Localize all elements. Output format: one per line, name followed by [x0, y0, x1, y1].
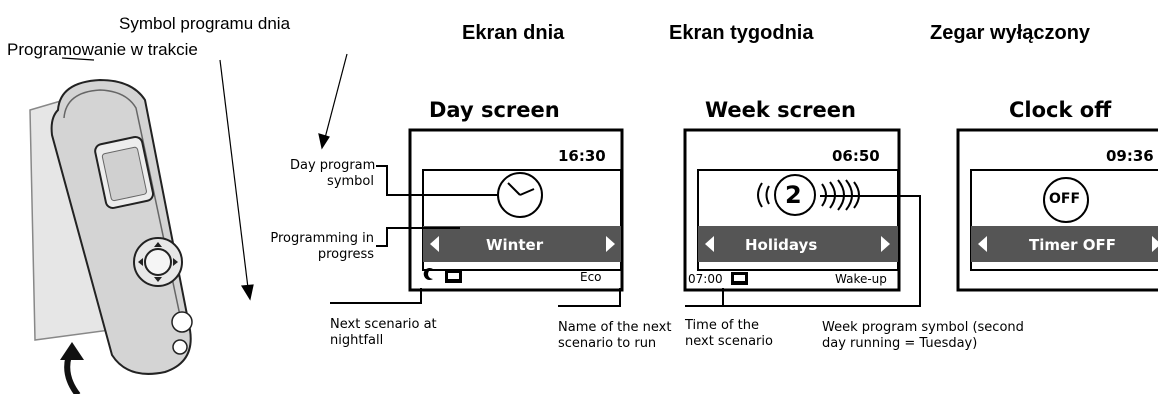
polish-label-arrows [61, 53, 348, 301]
annotation-day-program-symbol: Day program symbol [290, 158, 376, 189]
pl-programming-in-progress-label: Programowanie w trakcie [7, 40, 198, 59]
week-screen-frame [683, 128, 901, 292]
remote-control-illustration [29, 78, 193, 394]
annotation-name-next-scenario: Name of the next scenario to run [558, 320, 672, 351]
week-day-number: 2 [785, 181, 802, 209]
clock-off-time: 09:36 [1106, 147, 1154, 165]
week-screen-title: Week screen [705, 98, 856, 122]
pl-week-screen-heading: Ekran tygodnia [669, 22, 814, 44]
week-screen-time: 06:50 [832, 147, 880, 165]
annotation-time-next-scenario: Time of the next scenario [685, 318, 773, 349]
week-screen-next-scenario: Wake-up [835, 272, 887, 286]
clock-off-title: Clock off [1009, 98, 1112, 122]
clock-off-scenario: Timer OFF [1029, 236, 1117, 254]
day-screen-title: Day screen [429, 98, 560, 122]
off-symbol-text: OFF [1049, 191, 1081, 207]
annotation-next-scenario-nightfall: Next scenario at nightfall [330, 317, 437, 348]
pl-clock-off-heading: Zegar wyłączony [930, 22, 1091, 44]
day-screen-scenario: Winter [486, 236, 544, 254]
day-screen-next-scenario: Eco [580, 270, 602, 284]
annotation-programming-in-progress: Programming in progress [270, 231, 374, 262]
day-screen-frame [408, 128, 624, 292]
day-screen-time: 16:30 [558, 147, 606, 165]
week-screen-next-time: 07:00 [688, 272, 723, 286]
annotation-leader-lines [330, 165, 921, 307]
annotation-week-program-symbol: Week program symbol (second day running … [822, 320, 1024, 351]
week-screen-scenario: Holidays [745, 236, 818, 254]
pl-day-screen-heading: Ekran dnia [462, 22, 565, 44]
pl-day-program-symbol-label: Symbol programu dnia [119, 14, 291, 33]
clock-off-frame [956, 128, 1158, 292]
